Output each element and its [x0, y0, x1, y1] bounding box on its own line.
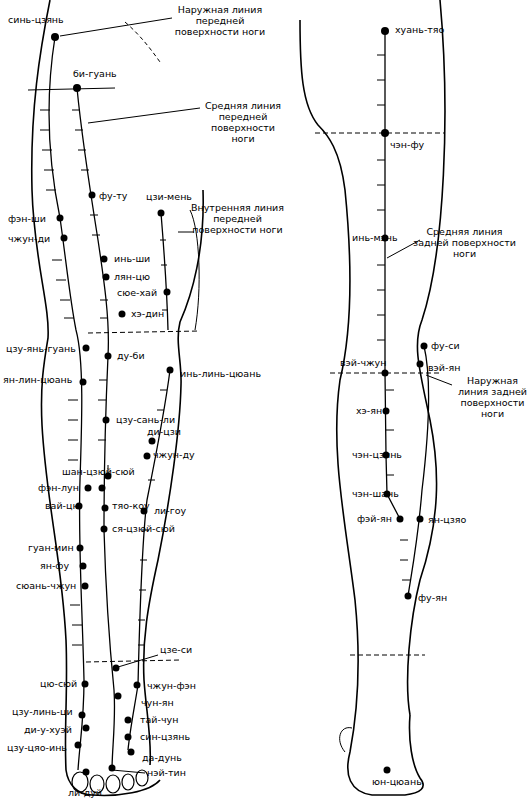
- line-title: Средняя линия передней поверхности ноги: [198, 100, 288, 144]
- scale-tick: [40, 55, 410, 645]
- line-title: Наружная линия задней поверхности ноги: [455, 375, 530, 419]
- point-name: цзу-янь-гуань: [6, 343, 76, 354]
- point-name: чун-ян: [141, 697, 174, 708]
- line-title: Средняя линия задней поверхности ноги: [412, 226, 517, 259]
- point-name: ди-у-хуэй: [24, 724, 72, 735]
- point-name: хэ-дин: [131, 308, 164, 319]
- point-name: цзу-линь-ци: [12, 706, 73, 717]
- point-name: цзу-цяо-инь: [7, 742, 67, 753]
- point-name: син-цзянь: [140, 731, 190, 742]
- point-name: инь-мэнь: [352, 232, 398, 243]
- point-name: чэн-шань: [352, 488, 399, 499]
- point-name: фу-ту: [99, 190, 127, 201]
- point-name: хэ-ян: [356, 405, 382, 416]
- point-name: тяо-коу: [112, 500, 150, 511]
- point-name: да-дунь: [142, 752, 182, 763]
- point-name: юн-цюань: [372, 776, 422, 787]
- point-name: ян-лин-цюань: [3, 374, 72, 385]
- point-name: инь-ши: [114, 253, 150, 264]
- point-name: ди-цзи: [147, 426, 181, 437]
- point-name: сюе-хай: [117, 287, 157, 298]
- point-name: нэй-тин: [147, 767, 186, 778]
- point-name: цзи-мень: [146, 191, 192, 202]
- point-dot: [51, 27, 428, 776]
- point-name: инь-линь-цюань: [180, 368, 261, 379]
- point-name: цзе-си: [160, 644, 192, 655]
- point-name: ли-дуй: [68, 787, 102, 798]
- point-name: ян-фу: [40, 560, 69, 571]
- line-title: Наружная линия передней поверхности ноги: [170, 4, 270, 37]
- point-name: вэй-чжун: [340, 357, 386, 368]
- point-name: ян-цзяо: [428, 514, 466, 525]
- point-name: лян-цю: [114, 271, 150, 282]
- point-name: шан-цзюй-сюй: [62, 466, 135, 477]
- point-name: чжун-ду: [153, 449, 195, 460]
- point-name: хуань-тяо: [395, 24, 444, 35]
- point-name: чэн-цзинь: [352, 449, 402, 460]
- line-title: Внутренняя линия передней поверхности но…: [190, 202, 285, 235]
- point-name: сюань-чжун: [16, 580, 76, 591]
- point-name: ду-би: [117, 350, 145, 361]
- point-name: гуан-мин: [28, 542, 74, 553]
- point-name: чжун-ди: [8, 233, 50, 244]
- meridian-line: [49, 31, 428, 770]
- point-name: синь-цзянь: [8, 14, 64, 25]
- point-name: тай-чун: [140, 714, 178, 725]
- point-name: би-гуань: [73, 68, 117, 79]
- point-name: фэн-ши: [8, 213, 46, 224]
- point-name: цю-сюй: [40, 678, 77, 689]
- point-name: фу-ян: [418, 592, 447, 603]
- point-name: чжун-фэн: [147, 680, 196, 691]
- level-line: [28, 88, 445, 662]
- point-name: фу-си: [431, 340, 460, 351]
- point-name: вай-цю: [45, 500, 81, 511]
- leg-outline: [32, 0, 445, 795]
- point-name: вэй-ян: [428, 362, 460, 373]
- point-name: ся-цзюй-сюй: [112, 523, 175, 534]
- point-name: фэй-ян: [357, 513, 392, 524]
- point-name: фэн-лун: [38, 482, 79, 493]
- point-name: цзу-сань-ли: [116, 414, 175, 425]
- point-name: чэн-фу: [390, 139, 424, 150]
- point-name: ли-гоу: [154, 505, 186, 516]
- leader-line: [60, 18, 452, 773]
